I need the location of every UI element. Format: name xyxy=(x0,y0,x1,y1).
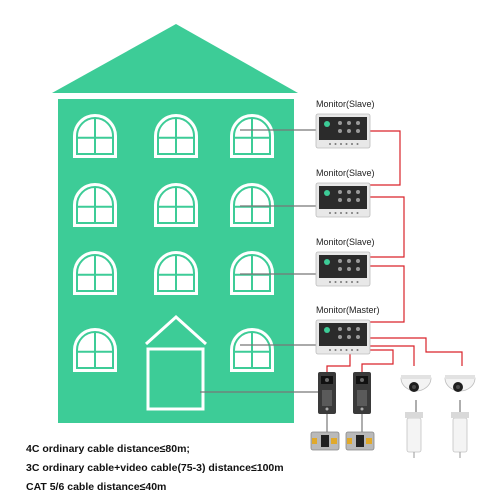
window xyxy=(73,328,117,372)
electric-lock xyxy=(310,431,340,451)
window xyxy=(73,183,117,227)
wire-master-camera xyxy=(370,337,463,366)
monitor-label: Monitor(Master) xyxy=(316,305,380,315)
building-windows xyxy=(73,114,274,372)
door-station xyxy=(353,372,371,414)
wiring-lines xyxy=(200,129,463,432)
power-supply xyxy=(405,412,423,458)
building xyxy=(52,24,298,423)
wire-monitor-link xyxy=(370,130,401,186)
power-supply xyxy=(451,412,469,458)
window xyxy=(230,114,274,158)
monitor-label: Monitor(Slave) xyxy=(316,237,375,247)
electric-lock xyxy=(345,431,375,451)
door-station xyxy=(318,372,336,414)
wire-monitor-link xyxy=(370,265,405,323)
monitor-label: Monitor(Slave) xyxy=(316,99,375,109)
wire-master-camera xyxy=(370,345,415,366)
building-door xyxy=(144,314,208,411)
note-4c-cable: 4C ordinary cable distance≤80m; xyxy=(26,443,190,455)
window xyxy=(73,251,117,295)
dome-camera xyxy=(444,375,476,392)
outdoor-devices xyxy=(310,372,476,458)
wire-monitor-link xyxy=(370,196,405,258)
window xyxy=(154,251,198,295)
window xyxy=(230,251,274,295)
wire-master-door xyxy=(326,354,351,372)
dome-camera xyxy=(400,375,432,392)
window xyxy=(154,183,198,227)
building-base xyxy=(58,413,294,423)
window xyxy=(230,183,274,227)
monitor xyxy=(315,251,371,287)
note-3c-cable: 3C ordinary cable+video cable(75-3) dist… xyxy=(26,462,284,474)
note-cat-cable: CAT 5/6 cable distance≤40m xyxy=(26,481,167,493)
monitors: Monitor(Slave) Monitor(Slave) Monitor(Slav… xyxy=(315,99,380,355)
monitor xyxy=(315,113,371,149)
window xyxy=(230,328,274,372)
monitor xyxy=(315,182,371,218)
monitor xyxy=(315,319,371,355)
building-roof xyxy=(52,24,298,93)
wire-master-door xyxy=(361,349,394,372)
window xyxy=(154,114,198,158)
monitor-label: Monitor(Slave) xyxy=(316,168,375,178)
window xyxy=(73,114,117,158)
